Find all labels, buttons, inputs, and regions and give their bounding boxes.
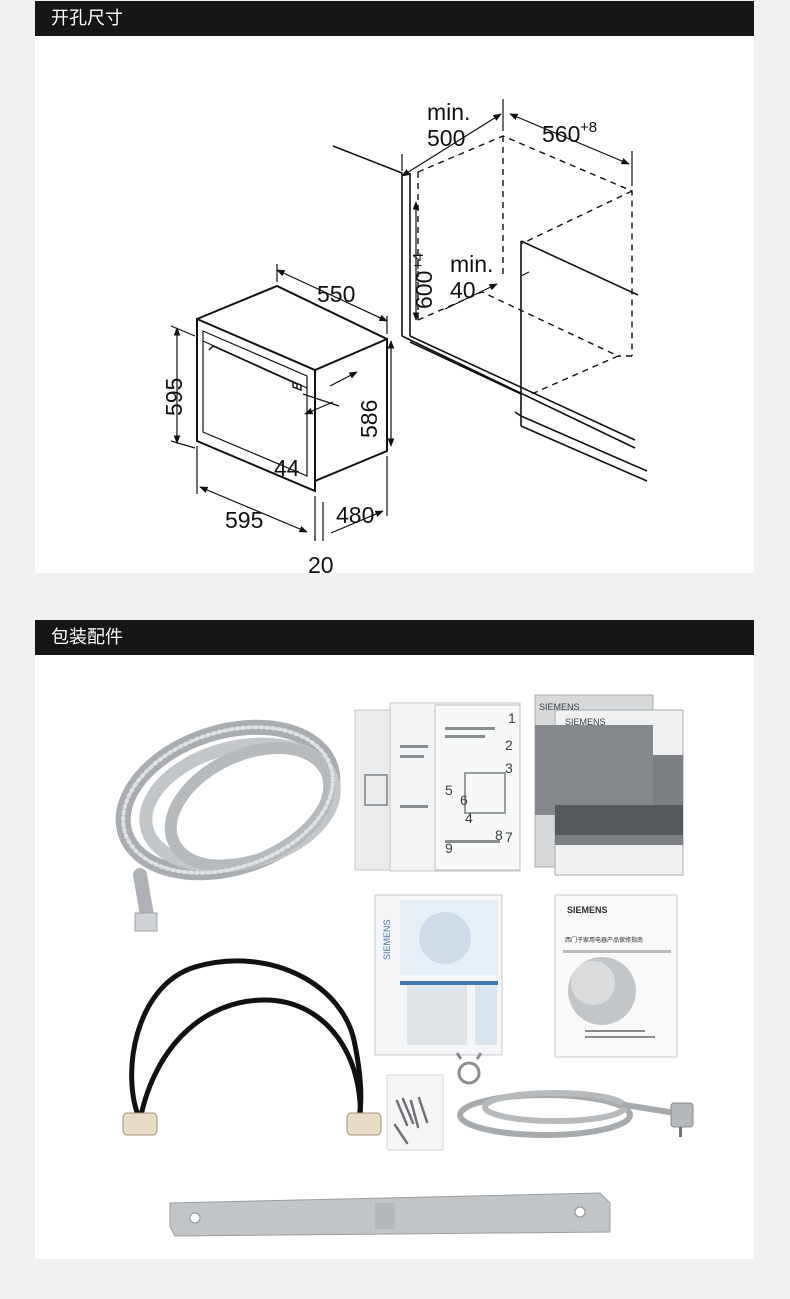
section-title: 开孔尺寸 [35, 1, 754, 36]
quick-guide-brand: SIEMENS [382, 919, 392, 960]
screws-image [386, 1074, 444, 1151]
svg-text:3: 3 [505, 760, 513, 776]
dim-595-width-value: 595 [225, 507, 263, 533]
dim-480-value: 480 [336, 502, 374, 528]
user-manual-brand-2: SIEMENS [565, 717, 606, 727]
svg-text:6: 6 [460, 792, 468, 808]
drain-hose-image [115, 719, 341, 932]
dim-20-value: 20 [308, 552, 334, 573]
warranty-booklet-image: SIEMENS 西门子家用电器产品保修指南 [554, 894, 678, 1058]
instruction-manuals-image: 2 3 45 6 8 7 9 1 [354, 702, 521, 872]
dim-550-value: 550 [317, 281, 355, 307]
section-title: 包装配件 [35, 620, 754, 655]
dim-560-tolerance: +8 [580, 119, 597, 136]
dim-600-tolerance: +4 [410, 253, 427, 270]
svg-text:5: 5 [445, 782, 453, 798]
power-cord-image [457, 1090, 694, 1138]
quick-guide-image: SIEMENS [374, 894, 503, 1056]
dim-560-value: 560 [542, 121, 580, 147]
cabinet-left-top-edge [332, 145, 403, 336]
dim-586-value: 586 [356, 400, 382, 438]
cabinet-right-top-edge [520, 240, 639, 296]
dim-min40-label: min. [450, 251, 493, 277]
dim-min500-value: 500 [427, 125, 465, 151]
svg-text:2: 2 [505, 737, 513, 753]
section-package-contents: 包装配件 [35, 620, 754, 1259]
user-manuals-image: SIEMENS SIEMENS [534, 694, 684, 876]
dim-595-height-value: 595 [161, 378, 187, 416]
svg-text:4: 4 [465, 810, 473, 826]
dim-44-value: 44 [274, 455, 300, 481]
accessories-photo: 2 3 45 6 8 7 9 1 SIEMENS SIEMENS [115, 694, 694, 1237]
svg-text:9: 9 [445, 840, 453, 856]
svg-text:7: 7 [505, 829, 513, 845]
svg-text:1: 1 [508, 710, 516, 726]
inlet-hose-image [122, 958, 382, 1136]
svg-text:8: 8 [495, 827, 503, 843]
hose-clamp-image [455, 1052, 483, 1085]
user-manual-brand: SIEMENS [539, 702, 580, 712]
dim-min500-label: min. [427, 99, 470, 125]
mounting-plate-image [169, 1192, 611, 1237]
dimension-diagram: min. 500 560 +8 600 +4 min. 40 550 595 5… [161, 99, 648, 573]
warranty-brand: SIEMENS [567, 905, 608, 915]
dimension-diagram-panel: min. 500 560 +8 600 +4 min. 40 550 595 5… [35, 36, 754, 573]
section-cutout-dimensions: 开孔尺寸 [35, 1, 754, 573]
dim-min40-value: 40 [450, 277, 476, 303]
warranty-title: 西门子家用电器产品保修指南 [565, 936, 643, 944]
dim-600-value: 600 [411, 271, 437, 309]
